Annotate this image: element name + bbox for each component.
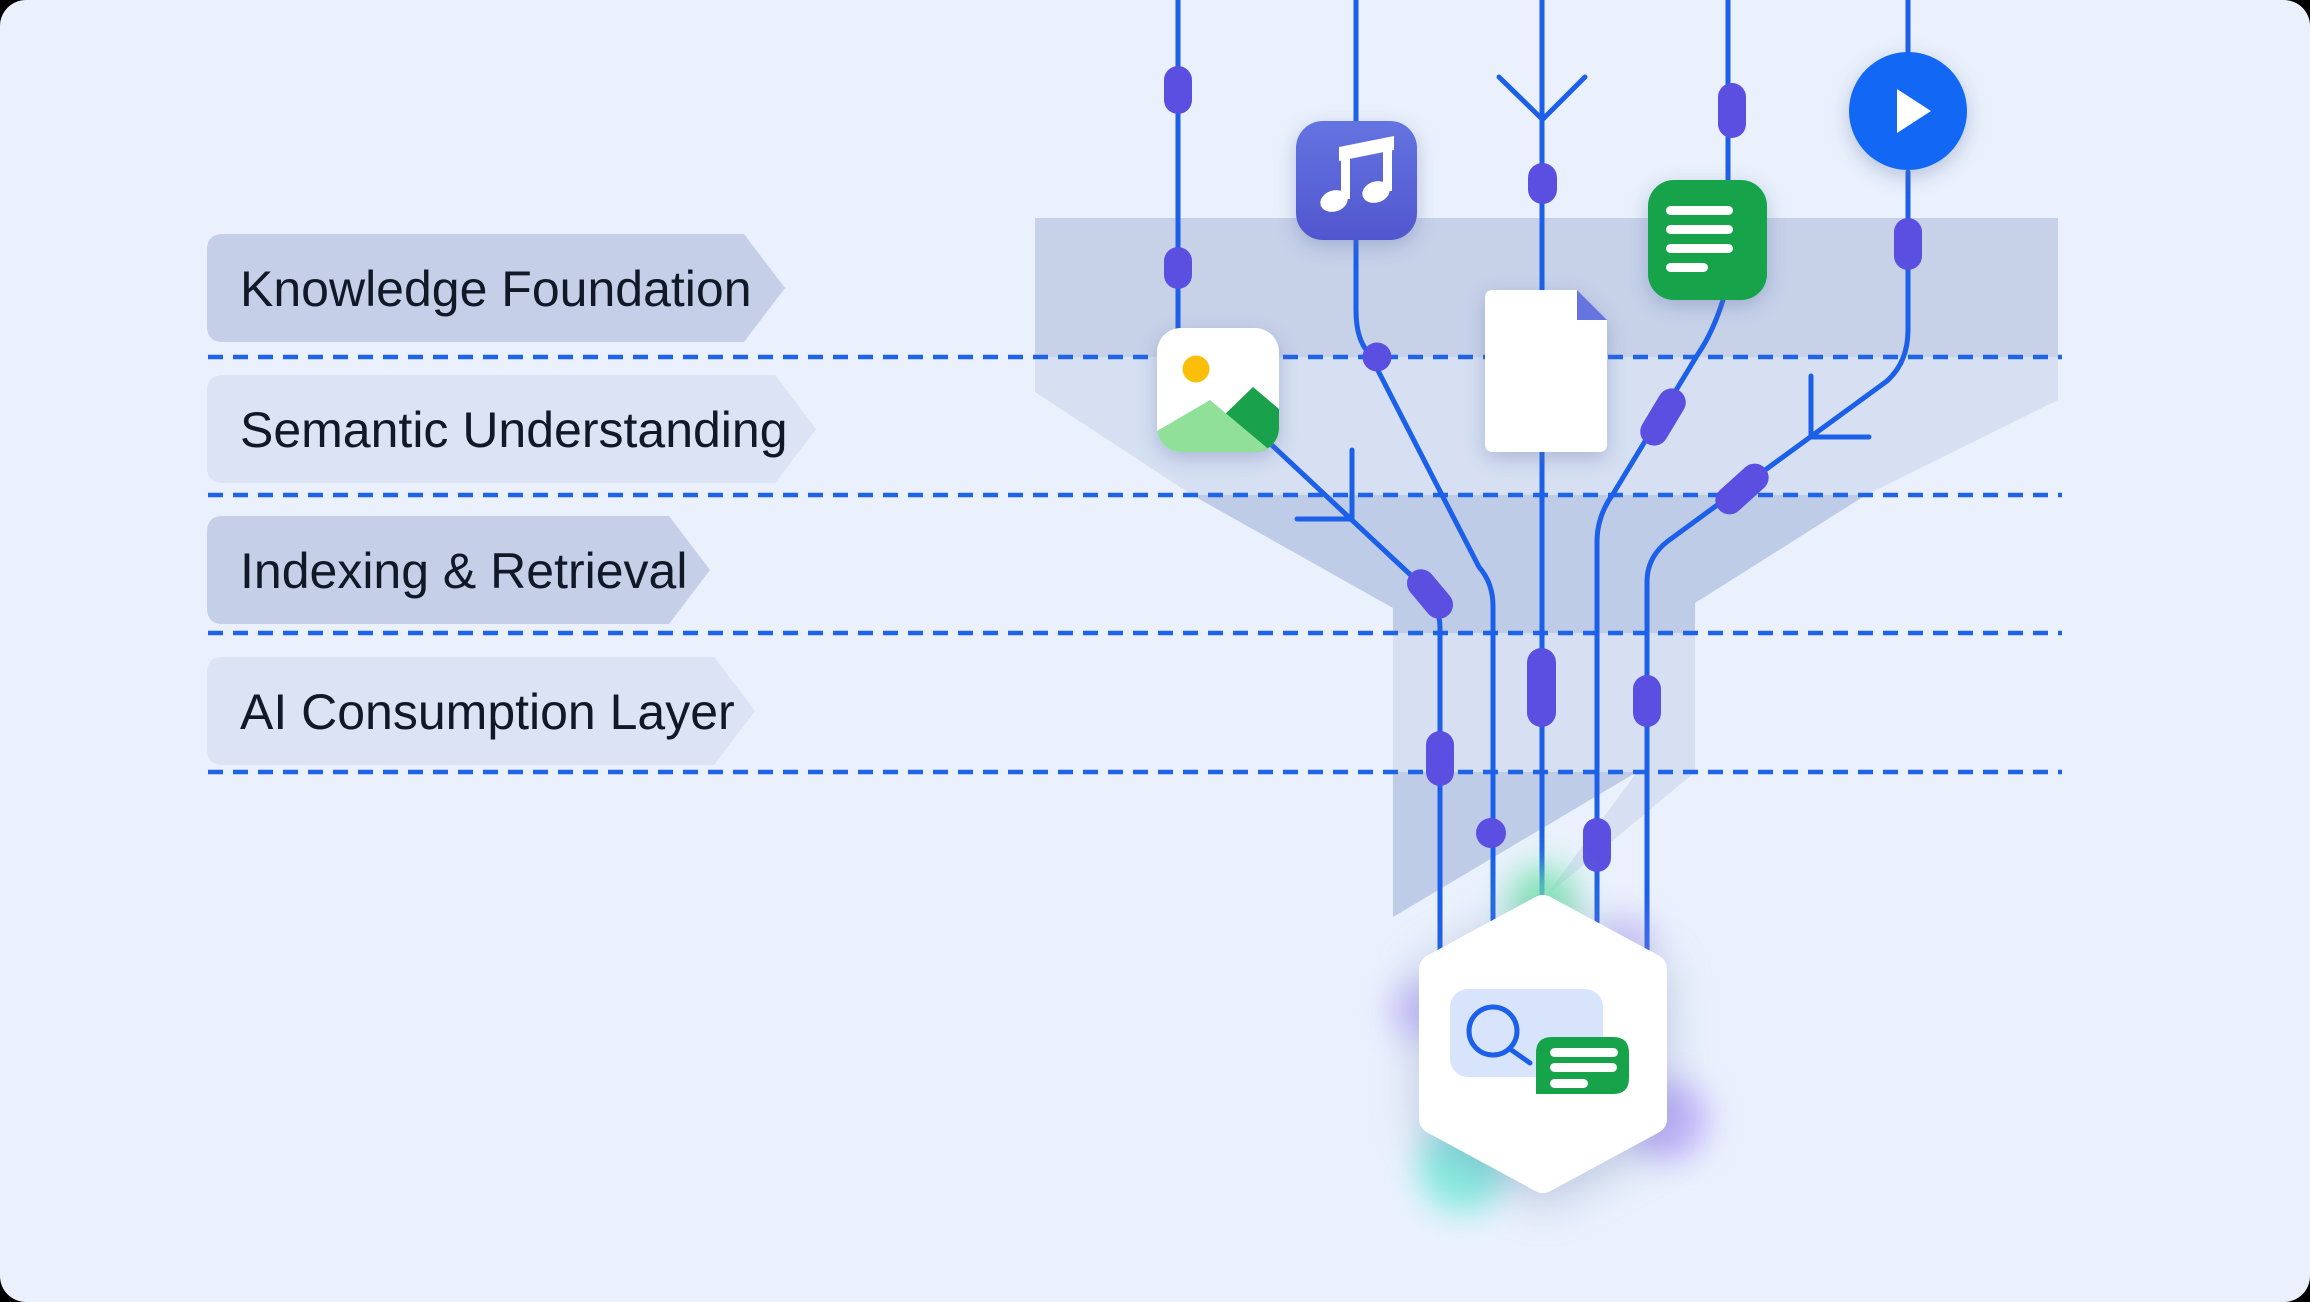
node-pill [1528,163,1557,204]
image-sun-glyph [1182,355,1210,383]
flow-lines [1175,0,1911,954]
play-triangle-glyph [1897,89,1931,133]
flow-nodes [1164,66,1922,872]
funnel-band-knowledge [1035,218,2058,357]
node-pill [1718,83,1746,138]
node-dot [1476,818,1506,848]
node-pill [1640,388,1686,446]
layer-label-consumption: AI Consumption Layer [240,684,735,740]
layer-chip-semantic [207,375,816,483]
chat-text-icon [1536,1037,1629,1094]
funnel-band-indexing [1192,495,1866,633]
node-pill [1426,731,1454,786]
magnifier-icon [1466,1004,1533,1066]
layer-chip-indexing [207,516,710,624]
funnel-shape [1035,218,2058,917]
node-pill [1164,66,1192,114]
node-pill [1527,648,1556,727]
layer-label-knowledge: Knowledge Foundation [240,261,752,317]
node-pill [1583,818,1611,872]
music-icon [1296,121,1417,240]
merge-arrow-top-right-branch [1540,74,1588,122]
page-fold-corner [1577,290,1607,320]
funnel-tail-dark [1393,772,1637,917]
node-pill [1715,463,1769,515]
text-document-icon [1648,180,1767,300]
layer-chip-knowledge [207,234,785,342]
flow-line-video-bottom [1644,169,1911,953]
image-mountain-light [1157,400,1272,452]
funnel-tail-light [1545,772,1695,897]
node-pill [1164,247,1192,289]
page-document-icon [1485,290,1607,452]
node-pill [1894,218,1922,270]
flow-line-music-bottom [1353,235,1496,925]
search-hexagon-icon [1419,895,1667,1193]
layer-label-indexing: Indexing & Retrieval [240,543,687,599]
music-note-glyph [1339,136,1394,161]
layer-chip-consumption [207,657,755,765]
layer-label-semantic: Semantic Understanding [240,402,788,458]
merge-arrow-top-left-branch [1496,74,1545,122]
node-pill [1407,569,1453,619]
video-play-icon [1849,52,1967,170]
node-pill [1633,675,1661,727]
flow-line-doc-bottom [1594,297,1726,926]
layer-chips: Knowledge Foundation Semantic Understand… [207,234,816,765]
node-dot [1362,342,1392,372]
image-icon [1157,328,1279,452]
